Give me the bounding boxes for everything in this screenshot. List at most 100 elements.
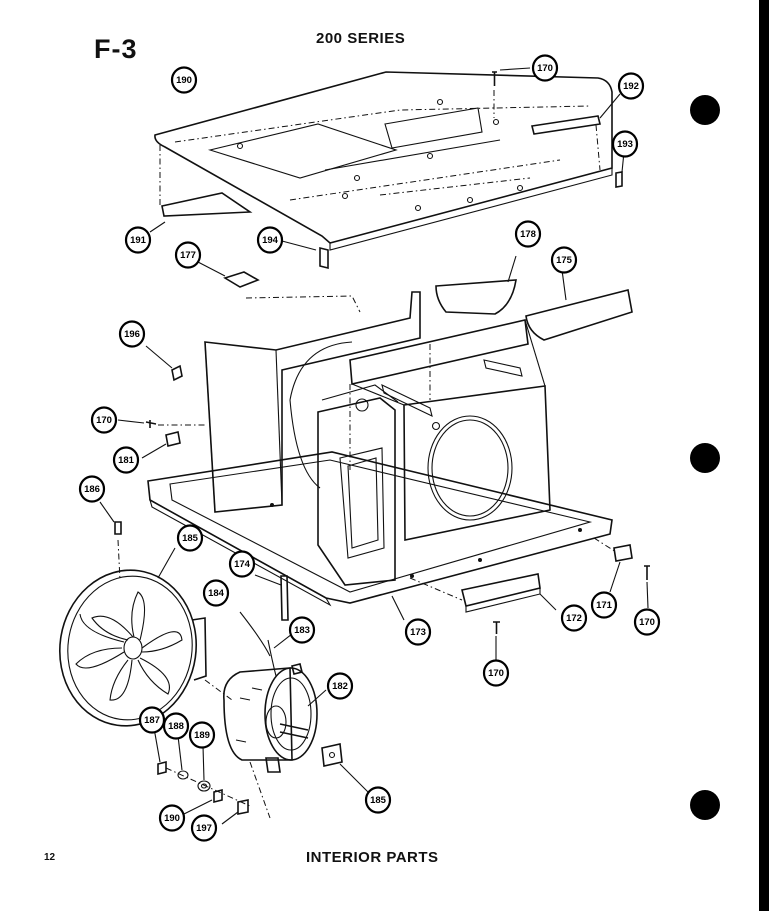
lower-right-hardware	[254, 537, 650, 660]
callout-ring	[78, 475, 106, 503]
callout-number: 170	[639, 617, 655, 628]
figure-code: F-3	[94, 34, 138, 64]
callout-ring	[288, 616, 316, 644]
binder-hole	[690, 95, 720, 125]
callout-171: 171	[590, 591, 618, 619]
callout-ring	[162, 712, 190, 740]
callout-187: 187	[138, 706, 166, 734]
callout-number: 187	[144, 715, 160, 726]
callout-170: 170	[482, 659, 510, 687]
callout-ring	[550, 246, 578, 274]
callout-183: 183	[288, 616, 316, 644]
callout-ring	[560, 604, 588, 632]
base-pan	[147, 451, 613, 607]
page-number: 12	[44, 852, 56, 863]
blower-motor	[204, 663, 327, 819]
callout-number: 173	[410, 627, 426, 638]
callout-ring	[138, 706, 166, 734]
callout-194: 194	[256, 226, 284, 254]
callout-192: 192	[617, 72, 645, 100]
callout-number: 182	[332, 681, 348, 692]
series-title: 200 SERIES	[316, 30, 406, 47]
callout-ring	[531, 54, 559, 82]
callout-number: 172	[566, 613, 582, 624]
callout-177: 177	[174, 241, 202, 269]
callout-number: 170	[488, 668, 504, 679]
callout-number: 181	[118, 455, 135, 466]
callout-number: 196	[124, 329, 140, 340]
callout-number: 197	[196, 823, 212, 834]
callout-number: 175	[556, 255, 573, 266]
callout-190: 190	[170, 66, 198, 94]
callout-number: 178	[520, 229, 536, 240]
callout-ring	[118, 320, 146, 348]
callout-ring	[174, 241, 202, 269]
callout-number: 188	[168, 721, 184, 732]
callout-170: 170	[531, 54, 559, 82]
wheel-setscrew	[99, 501, 122, 581]
callout-ring	[90, 406, 118, 434]
callout-number: 185	[182, 533, 199, 544]
callout-175: 175	[550, 246, 578, 274]
callout-ring	[514, 220, 542, 248]
callout-189: 189	[188, 721, 216, 749]
callout-ring	[170, 66, 198, 94]
blower-wheel	[58, 547, 207, 727]
callout-196: 196	[118, 320, 146, 348]
callout-181: 181	[112, 446, 140, 474]
callout-number: 193	[617, 139, 633, 150]
callout-ring	[202, 579, 230, 607]
page-caption: INTERIOR PARTS	[306, 849, 439, 866]
top-cover-panel	[154, 71, 613, 251]
callout-ring	[326, 672, 354, 700]
callout-ring	[112, 446, 140, 474]
callout-number: 191	[130, 235, 147, 246]
callout-ring	[188, 721, 216, 749]
callout-number: 170	[537, 63, 553, 74]
callout-190: 190	[158, 804, 186, 832]
callout-number: 170	[96, 415, 112, 426]
callout-number: 184	[208, 588, 225, 599]
callout-ring	[611, 130, 639, 158]
motor-mount-bracket	[321, 743, 369, 793]
side-hardware	[117, 345, 205, 459]
callout-number: 190	[176, 75, 192, 86]
mounting-hardware-stack	[153, 727, 251, 825]
callout-number: 171	[596, 600, 613, 611]
callout-number: 192	[623, 81, 639, 92]
callout-174: 174	[228, 550, 256, 578]
top-hardware	[149, 67, 625, 270]
callout-number: 177	[180, 250, 196, 261]
callout-ring	[158, 804, 186, 832]
callout-ring	[176, 524, 204, 552]
callout-ring	[633, 608, 661, 636]
callout-185: 185	[176, 524, 204, 552]
callout-labels: 190 170 192 193 191 177 194 178 175 196 170 181 186 1…	[78, 54, 661, 842]
upper-baffles	[197, 255, 633, 341]
callout-ring	[617, 72, 645, 100]
callout-186: 186	[78, 475, 106, 503]
callout-188: 188	[162, 712, 190, 740]
callout-172: 172	[560, 604, 588, 632]
callout-number: 186	[84, 484, 100, 495]
callout-number: 183	[294, 625, 310, 636]
callout-ring	[404, 618, 432, 646]
page-edge-shadow	[759, 0, 769, 911]
callout-ring	[228, 550, 256, 578]
callout-number: 174	[234, 559, 251, 570]
callout-ring	[190, 814, 218, 842]
binder-hole	[690, 790, 720, 820]
callout-ring	[590, 591, 618, 619]
callout-number: 190	[164, 813, 180, 824]
callout-ring	[256, 226, 284, 254]
callout-170: 170	[90, 406, 118, 434]
callout-191: 191	[124, 226, 152, 254]
callout-number: 189	[194, 730, 210, 741]
callout-182: 182	[326, 672, 354, 700]
motor-leads	[239, 611, 293, 677]
callout-ring	[364, 786, 392, 814]
callout-number: 194	[262, 235, 279, 246]
callout-193: 193	[611, 130, 639, 158]
